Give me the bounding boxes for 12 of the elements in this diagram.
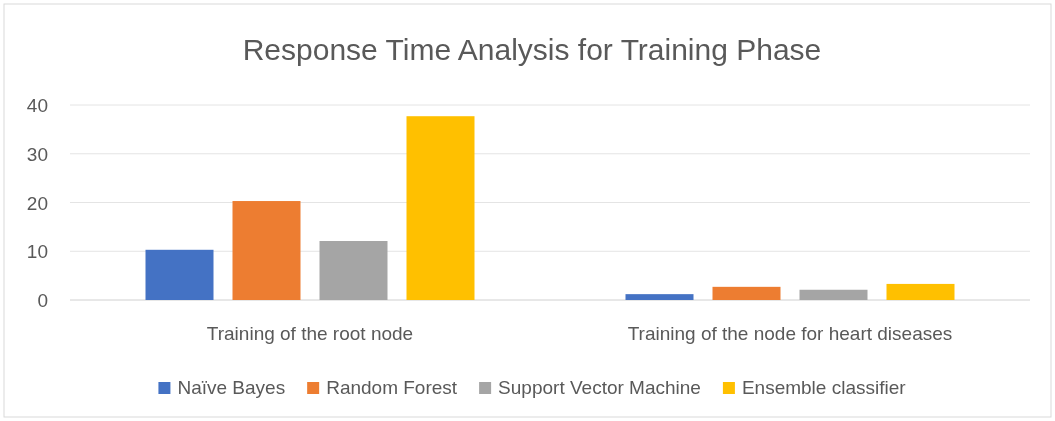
- y-tick-label: 20: [26, 192, 48, 214]
- y-tick-label: 0: [37, 290, 48, 311]
- legend-label: Support Vector Machine: [498, 377, 701, 398]
- y-tick-label: 40: [26, 95, 48, 116]
- chart-title: Response Time Analysis for Training Phase: [242, 33, 822, 66]
- legend-label: Ensemble classifier: [741, 377, 906, 398]
- category-label: Training of the root node: [206, 323, 414, 344]
- y-tick-label: 30: [26, 143, 48, 165]
- legend-label: Naïve Bayes: [177, 377, 286, 398]
- category-label: Training of the node for heart diseases: [627, 323, 953, 344]
- y-tick-label: 10: [26, 241, 48, 263]
- legend-label: Random Forest: [326, 377, 458, 398]
